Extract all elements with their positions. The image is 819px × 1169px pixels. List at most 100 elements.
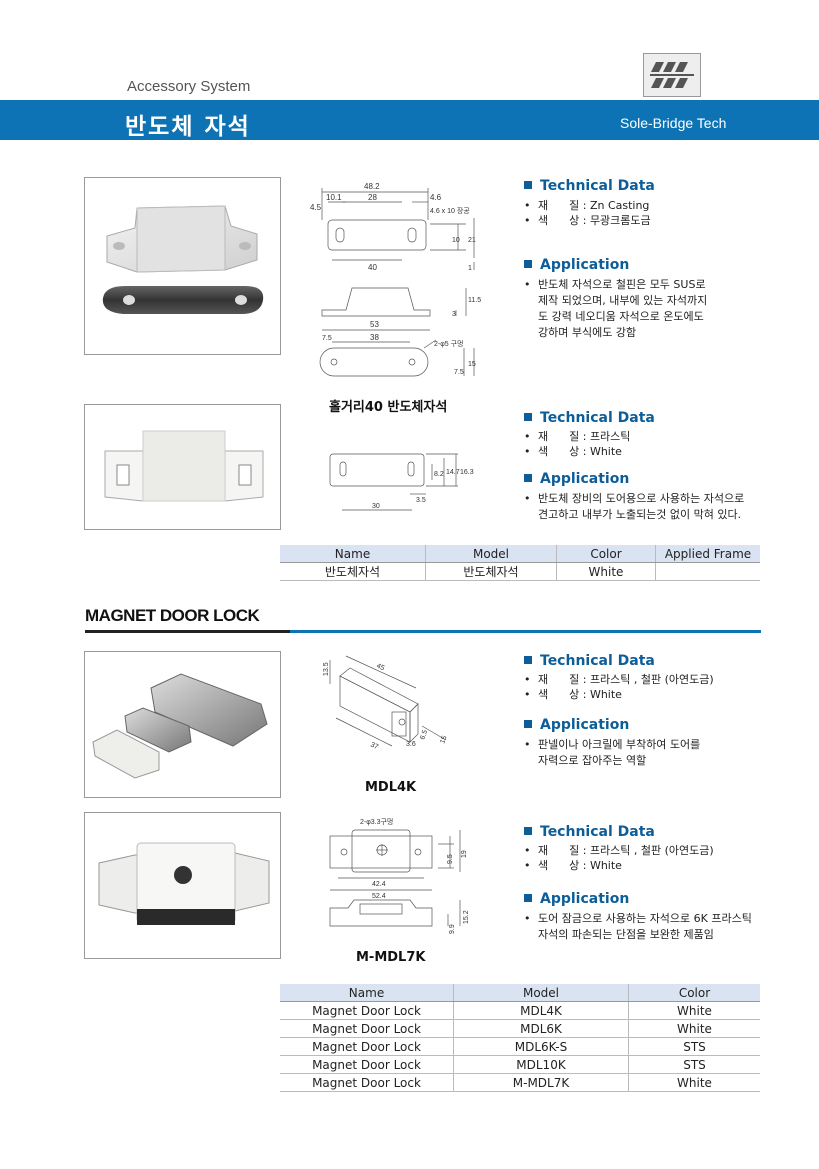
spec-key: 재 질 [538, 199, 580, 212]
table-cell: Magnet Door Lock [280, 1037, 454, 1056]
spec-key: 색 상 [538, 688, 580, 701]
dim-label: 4.5 [310, 203, 322, 212]
dim-label: 7.5 [454, 369, 464, 376]
spec-value: 무광크롬도금 [589, 214, 651, 227]
product1-caption: 홀거리40 반도체자석 [329, 400, 448, 415]
dim-label: 4.6 [430, 193, 442, 202]
magnet-door-lock-image [98, 842, 270, 925]
semiconductor-magnet-image [102, 205, 264, 314]
square-bullet-icon [524, 656, 532, 664]
dim-label: 4.6 x 10 장공 [430, 206, 470, 215]
dim-label: 7.5 [322, 335, 332, 342]
product4-app-text: •도어 잠금으로 사용하는 자석으로 6K 프라스틱 자석의 파손되는 단점을 … [524, 911, 784, 943]
dim-label: 9.5 [447, 854, 454, 864]
app-line: 반도체 장비의 도어용으로 사용하는 자석으로 [538, 492, 745, 505]
heading-text: Application [540, 471, 630, 487]
square-bullet-icon [524, 720, 532, 728]
product2-tech-heading: Technical Data [524, 410, 655, 426]
product1-tech-heading: Technical Data [524, 178, 655, 194]
semiconductor-magnet-image [104, 430, 264, 502]
heading-text: Application [540, 257, 630, 273]
list-item: •재 질 : 프라스틱 , 철판 (아연도금) [524, 673, 714, 686]
table-cell: STS [628, 1055, 760, 1074]
dim-label: 45 [375, 663, 385, 673]
table-cell: White [556, 562, 656, 581]
header-category: Accessory System [127, 78, 251, 95]
dim-label: 52.4 [372, 893, 386, 900]
list-item: •재 질 : Zn Casting [524, 199, 650, 212]
dim-label: 9.9 [449, 924, 456, 934]
app-line: 견고하고 내부가 노출되는것 없이 막혀 있다. [538, 508, 742, 521]
spec-key: 재 질 [538, 430, 580, 443]
dim-label: 53 [370, 320, 379, 329]
spec-key: 색 상 [538, 214, 580, 227]
table-cell: White [628, 1001, 760, 1020]
dim-label: 3.6 [406, 741, 416, 748]
spec-key: 색 상 [538, 445, 580, 458]
dimension-drawing: 13.5 45 37 3.6 6.5 15 [323, 655, 449, 751]
dim-label: 21 [468, 237, 476, 244]
heading-text: Application [540, 717, 630, 733]
product2-tech-list: •재 질 : 프라스틱 •색 상 : White [524, 429, 630, 459]
product1-tech-list: •재 질 : Zn Casting •색 상 : 무광크롬도금 [524, 198, 651, 228]
table-cell: White [628, 1073, 760, 1092]
product-table-1: Name Model Color Applied Frame 반도체자석 반도체… [280, 545, 760, 581]
column-header: Model [425, 545, 557, 563]
heading-text: Application [540, 891, 630, 907]
dim-label: 10 [452, 237, 460, 244]
heading-text: Technical Data [540, 653, 655, 669]
table-cell: MDL6K [453, 1019, 629, 1038]
product3-caption: MDL4K [365, 780, 417, 795]
heading-text: Technical Data [540, 410, 655, 426]
table-cell: 반도체자석 [425, 562, 557, 581]
spec-value: 프라스틱 [589, 430, 631, 443]
product4-tech-list: •재 질 : 프라스틱 , 철판 (아연도금) •색 상 : White [524, 843, 714, 873]
page-title: 반도체 자석 [125, 114, 251, 140]
product4-drawing: 2-φ3.3구멍 9.5 19 42.4 52.4 9.9 15.2 [320, 814, 480, 944]
spec-value: 프라스틱 , 철판 (아연도금) [589, 673, 714, 686]
column-header: Color [628, 984, 760, 1002]
table-row: 반도체자석 반도체자석 White [280, 562, 760, 581]
product4-tech-heading: Technical Data [524, 824, 655, 840]
spec-key: 재 질 [538, 673, 580, 686]
spec-value: 프라스틱 , 철판 (아연도금) [589, 844, 714, 857]
dim-label: 15.2 [463, 910, 470, 924]
dim-label: 37 [369, 741, 379, 751]
dim-label: 16.3 [460, 469, 474, 476]
column-header: Name [280, 545, 426, 563]
section-divider-accent [85, 630, 290, 633]
app-line: 도 강력 네오디움 자석으로 온도에도 [538, 310, 704, 323]
table-cell: Magnet Door Lock [280, 1055, 454, 1074]
company-logo [643, 53, 701, 97]
dim-label: 1 [468, 265, 472, 272]
table-cell: Magnet Door Lock [280, 1001, 454, 1020]
table-cell: MDL6K-S [453, 1037, 629, 1056]
app-line: 판넬이나 아크릴에 부착하여 도어를 [538, 738, 701, 751]
logo-icon [644, 54, 700, 96]
dimension-drawing: 8.2 14.7 16.3 3.5 30 [329, 453, 474, 511]
square-bullet-icon [524, 474, 532, 482]
dim-label: 19 [461, 850, 468, 858]
spec-key: 재 질 [538, 844, 580, 857]
table-cell: STS [628, 1037, 760, 1056]
product3-tech-heading: Technical Data [524, 653, 655, 669]
list-item: •반도체 장비의 도어용으로 사용하는 자석으로 [524, 492, 745, 505]
app-line: 자석의 파손되는 단점을 보완한 제품임 [538, 928, 714, 941]
table-header-row: Name Model Color [280, 984, 760, 1002]
magnet-door-lock-image [92, 673, 268, 779]
dim-label: 42.4 [372, 881, 386, 888]
app-line: 제작 되었으며, 내부에 있는 자석까지 [538, 294, 708, 307]
dim-label: 15 [439, 735, 448, 745]
dim-label: 11.5 [468, 297, 481, 304]
dim-label: 3 [452, 311, 456, 318]
product4-caption: M-MDL7K [356, 950, 426, 965]
list-item: •재 질 : 프라스틱 [524, 430, 631, 443]
spec-value: White [589, 688, 622, 701]
dim-label: 15 [468, 361, 476, 368]
table-cell: 반도체자석 [280, 562, 426, 581]
dim-label: 48.2 [364, 182, 380, 191]
